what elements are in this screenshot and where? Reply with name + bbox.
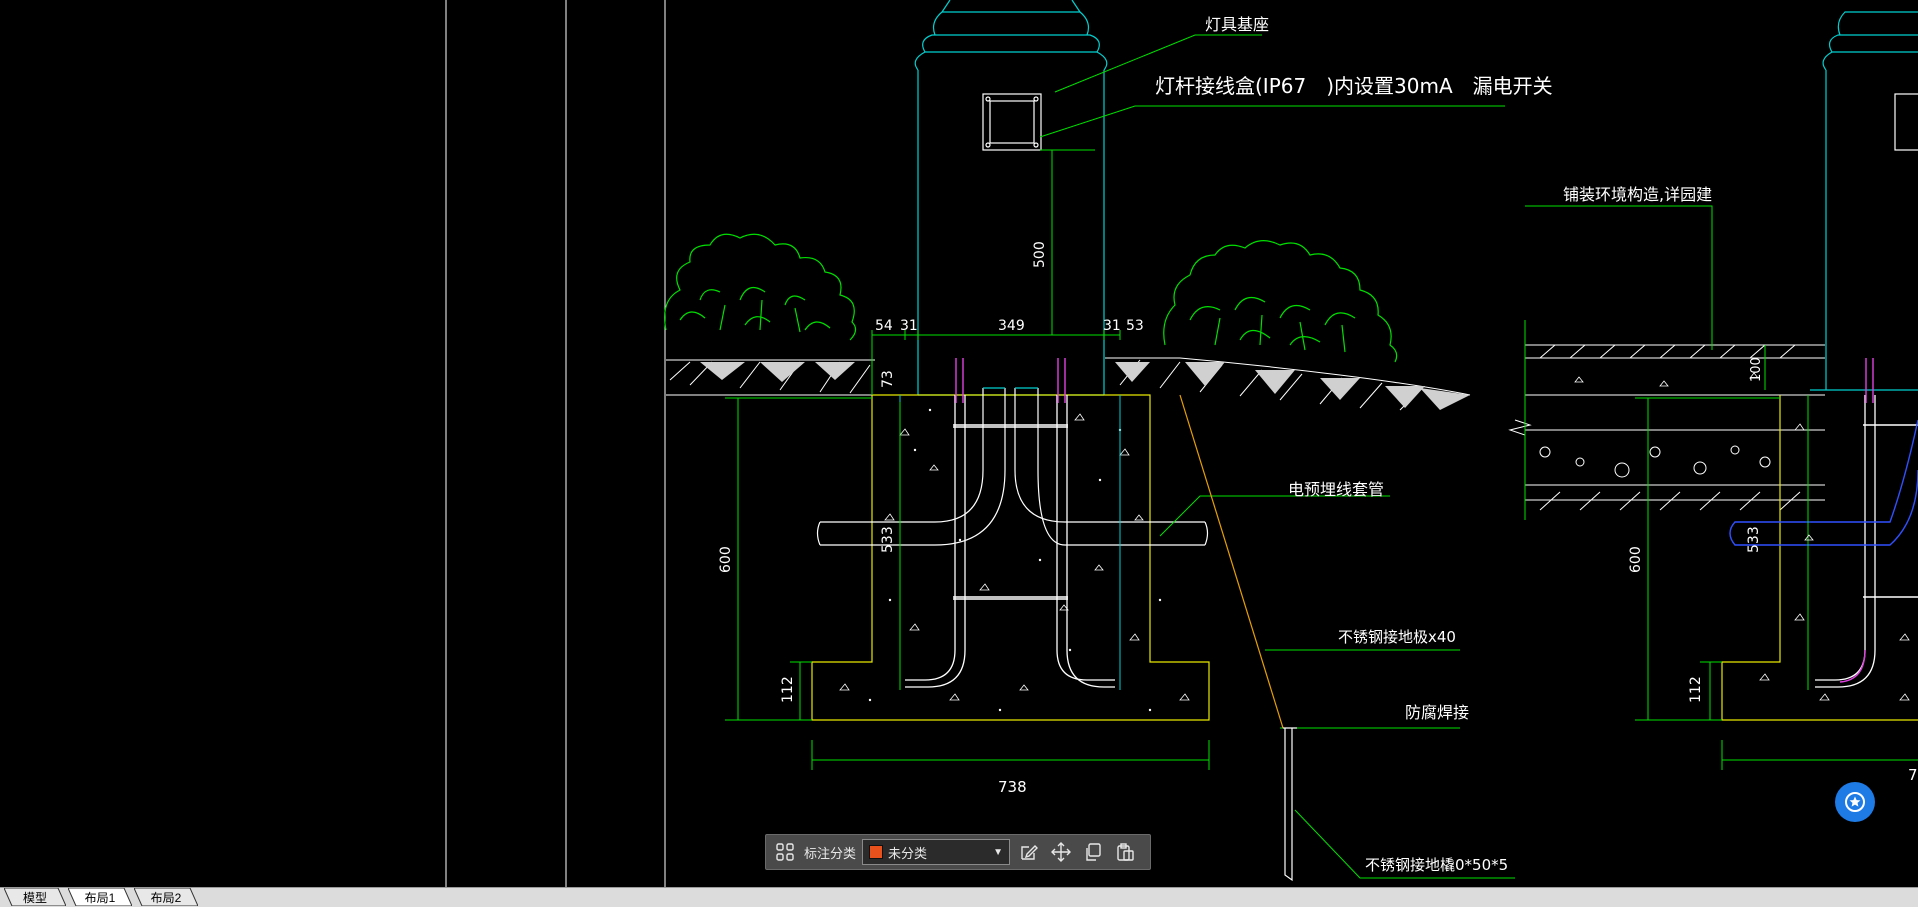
right-foundation bbox=[1721, 395, 1918, 721]
tab-model-label: 模型 bbox=[22, 890, 47, 905]
dim-600-right: 600 bbox=[1628, 546, 1644, 573]
viewport-borders bbox=[445, 0, 666, 887]
dim-600: 600 bbox=[718, 546, 734, 573]
label-ground-bar: 不锈钢接地橇0*50*5 bbox=[1365, 856, 1508, 874]
copy-icon[interactable] bbox=[1080, 839, 1106, 865]
category-dropdown[interactable]: 未分类 ▼ bbox=[862, 839, 1011, 865]
move-icon[interactable] bbox=[1048, 839, 1074, 865]
bolt-tops bbox=[955, 358, 1066, 403]
right-texture bbox=[1574, 372, 1910, 701]
dim-31a: 31 bbox=[900, 318, 918, 334]
drawing-canvas[interactable]: 灯具基座 灯杆接线盒(IP67 )内设置30mA 漏电开关 铺装环境构造,详园建… bbox=[0, 0, 1918, 887]
lamp-pole bbox=[914, 0, 1108, 396]
dim-738: 738 bbox=[998, 778, 1027, 796]
label-paving: 铺装环境构造,详园建 bbox=[1563, 185, 1712, 204]
category-label: 标注分类 bbox=[804, 845, 857, 861]
grid-icon[interactable] bbox=[772, 839, 798, 865]
dim-73: 73 bbox=[880, 370, 896, 388]
dim-112: 112 bbox=[780, 676, 796, 703]
dim-112-right: 112 bbox=[1688, 676, 1704, 703]
dimension-lines bbox=[725, 149, 1210, 770]
category-selected-value: 未分类 bbox=[888, 845, 928, 861]
right-conduit bbox=[1729, 419, 1918, 546]
label-conduit: 电预埋线套管 bbox=[1288, 480, 1384, 499]
conduit-pipes bbox=[816, 387, 1209, 546]
layout-tab-bar: 模型 布局1 布局2 bbox=[0, 887, 1918, 907]
right-bolts bbox=[1815, 395, 1918, 688]
annotation-toolbar: 标注分类 未分类 ▼ bbox=[765, 834, 1151, 870]
label-ground-rod: 不锈钢接地极x40 bbox=[1338, 628, 1456, 646]
concrete-texture bbox=[839, 408, 1190, 712]
label-junction-box: 灯杆接线盒(IP67 )内设置30mA 漏电开关 bbox=[1155, 74, 1553, 98]
dim-533: 533 bbox=[880, 526, 896, 553]
tab-layout-1-label: 布局1 bbox=[84, 890, 116, 905]
dim-500: 500 bbox=[1032, 241, 1048, 268]
dim-100: 100 bbox=[1749, 357, 1764, 382]
right-box bbox=[1894, 93, 1918, 151]
dim-31b: 31 bbox=[1103, 318, 1121, 334]
category-color-swatch bbox=[869, 845, 884, 859]
anchor-bolts bbox=[905, 395, 1115, 688]
tab-shape bbox=[4, 888, 66, 906]
favorite-button[interactable] bbox=[1835, 782, 1875, 822]
annotations: 灯具基座 灯杆接线盒(IP67 )内设置30mA 漏电开关 铺装环境构造,详园建… bbox=[718, 15, 1918, 874]
leader-lines bbox=[1039, 34, 1515, 879]
dim-533-right: 533 bbox=[1746, 526, 1762, 553]
tab-layout-2-label: 布局2 bbox=[150, 890, 182, 905]
label-lamp-base: 灯具基座 bbox=[1205, 15, 1269, 34]
tab-shape bbox=[134, 888, 198, 906]
ground-rod-line bbox=[1179, 394, 1284, 729]
label-weld: 防腐焊接 bbox=[1405, 703, 1469, 722]
junction-box bbox=[982, 93, 1042, 151]
chevron-down-icon: ▼ bbox=[993, 846, 1004, 858]
paving-layers bbox=[1508, 320, 1825, 520]
ground-triangles bbox=[700, 362, 1470, 410]
right-dims bbox=[1525, 205, 1918, 770]
paste-icon[interactable] bbox=[1112, 839, 1138, 865]
right-pole bbox=[1810, 11, 1918, 391]
star-icon bbox=[1845, 792, 1865, 812]
inner-cyan bbox=[899, 395, 1121, 690]
dim-54: 54 bbox=[875, 318, 893, 334]
tab-layout-1[interactable]: 布局1 bbox=[68, 888, 132, 906]
dim-73-right: 73 bbox=[1908, 766, 1918, 784]
ground-bar bbox=[1283, 727, 1297, 882]
foundation-outline bbox=[811, 394, 1210, 721]
dim-53: 53 bbox=[1126, 318, 1144, 334]
tab-layout-2[interactable]: 布局2 bbox=[134, 888, 198, 906]
dim-349: 349 bbox=[998, 318, 1025, 334]
edit-icon[interactable] bbox=[1016, 839, 1042, 865]
tab-shape bbox=[68, 888, 132, 906]
shrub-right bbox=[1163, 240, 1398, 363]
right-bolt-tops bbox=[1839, 358, 1874, 683]
shrub-left bbox=[664, 233, 857, 341]
tab-model[interactable]: 模型 bbox=[4, 888, 66, 906]
